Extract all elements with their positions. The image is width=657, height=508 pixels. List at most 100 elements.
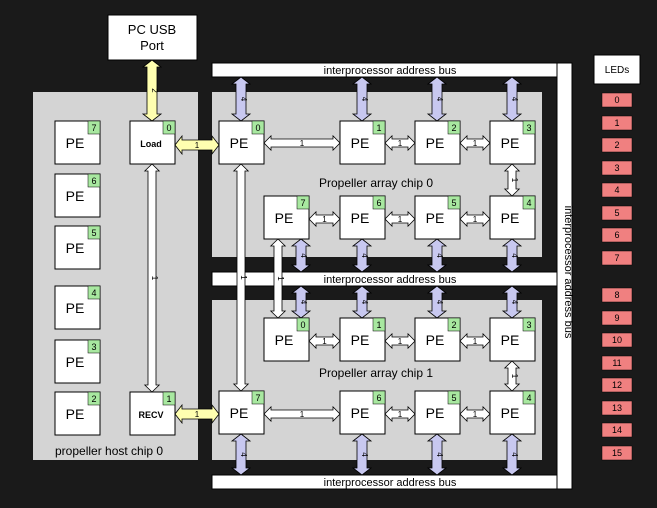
- bus-mid-up-0: 4: [290, 238, 312, 273]
- led-0: 0: [601, 92, 633, 108]
- chip1-pe-5-id: 5: [451, 393, 456, 403]
- led-label-6: 6: [614, 230, 619, 240]
- chip1-pe-4: 4PE: [489, 390, 536, 435]
- bus-mid-up-0-width: 4: [299, 253, 308, 258]
- chip1-pe-1-id: 1: [376, 320, 381, 330]
- chip0-link-2-3-width: 1: [473, 139, 478, 148]
- chip0-pe-4: 4PE: [489, 195, 536, 240]
- chip1-link-2-3-width: 1: [473, 337, 478, 346]
- chip0-link-6-5-width: 1: [398, 215, 403, 224]
- host-pe-3: 3PE: [54, 339, 101, 384]
- chip1-pe-2-label: PE: [426, 332, 445, 348]
- recv-pe-id: 1: [166, 394, 171, 404]
- bus-middle-label: interprocessor address bus: [324, 274, 457, 286]
- host-pe-7: 7PE: [54, 120, 101, 165]
- led-label-9: 9: [614, 313, 619, 323]
- chip1-link-1-2-width: 1: [398, 337, 403, 346]
- chip1-link-7-6-width: 1: [300, 410, 305, 419]
- bus-bottom-up-1-width: 4: [360, 452, 369, 457]
- chip1-pe-7: 7PE: [218, 390, 265, 435]
- bus-vertical-label: interprocessor address bus: [562, 206, 574, 339]
- led-label-5: 5: [614, 208, 619, 218]
- chip1-pe-1-label: PE: [351, 332, 370, 348]
- host-pe-7-label: PE: [66, 135, 85, 151]
- chip1-pe-3-id: 3: [526, 320, 531, 330]
- host-pe-7-id: 7: [91, 123, 96, 133]
- chip1-link-3-4-width: 1: [510, 374, 519, 379]
- host-pe-3-label: PE: [66, 354, 85, 370]
- host-pe-2-label: PE: [66, 406, 85, 422]
- chip0-pe-3-label: PE: [501, 135, 520, 151]
- bus-top: interprocessor address bus: [211, 62, 573, 78]
- bus-bottom-up-2-width: 4: [435, 452, 444, 457]
- chip1-pe-1: 1PE: [339, 317, 386, 362]
- led-3: 3: [601, 160, 633, 176]
- chip1-link-5-4-width: 1: [473, 410, 478, 419]
- led-label-13: 13: [612, 403, 622, 413]
- load-chip0-arrow-width: 1: [195, 141, 200, 150]
- chip1-pe-2: 2PE: [414, 317, 461, 362]
- bus-bottom-up-0-width: 4: [239, 452, 248, 457]
- led-label-2: 2: [614, 140, 619, 150]
- led-5: 5: [601, 205, 633, 221]
- bus-top-drop-3-width: 4: [510, 97, 519, 102]
- host-pe-6-label: PE: [66, 188, 85, 204]
- chip0-link-0-1-width: 1: [300, 139, 305, 148]
- led-15: 15: [601, 445, 633, 461]
- chip1-pe-6-id: 6: [376, 393, 381, 403]
- bus-mid-down-1-width: 4: [360, 300, 369, 305]
- host-chip-label: propeller host chip 0: [55, 444, 163, 458]
- chip1-pe-7-id: 7: [255, 393, 260, 403]
- chip1-pe-6: 6PE: [339, 390, 386, 435]
- chip0-pe-2-id: 2: [451, 123, 456, 133]
- bus-bottom-up-2: 4: [426, 433, 448, 476]
- load-pe-label: Load: [140, 139, 162, 149]
- led-label-7: 7: [614, 253, 619, 263]
- led-14: 14: [601, 422, 633, 438]
- chip0-pe-5-label: PE: [426, 210, 445, 226]
- chip0-pe-0-id: 0: [255, 123, 260, 133]
- chip0-link-7-6-width: 1: [322, 215, 327, 224]
- bus-mid-up-1-width: 4: [360, 253, 369, 258]
- led-label-15: 15: [612, 448, 622, 458]
- chip0-pe-2: 2PE: [414, 120, 461, 165]
- led-label-8: 8: [614, 290, 619, 300]
- led-9: 9: [601, 310, 633, 326]
- bus-middle: interprocessor address bus: [211, 271, 573, 287]
- led-label-3: 3: [614, 163, 619, 173]
- chip1-pe-4-id: 4: [526, 393, 531, 403]
- host-pe-4-label: PE: [66, 300, 85, 316]
- array-chip-0-label: Propeller array chip 0: [319, 176, 433, 190]
- usb-port-line1: PC USB: [128, 22, 176, 37]
- chip0-pe-6-id: 6: [376, 198, 381, 208]
- chip1-pe-6-label: PE: [351, 405, 370, 421]
- bus-vertical: interprocessor address bus: [556, 62, 574, 490]
- chip0-7-to-chip1-0-arrow-width: 1: [276, 276, 285, 281]
- bus-mid-up-2: 4: [426, 238, 448, 273]
- chip0-link-3-4-width: 1: [510, 178, 519, 183]
- led-label-0: 0: [614, 95, 619, 105]
- bus-bottom-up-0: 4: [230, 433, 252, 476]
- load-recv-arrow-width: 1: [150, 276, 159, 281]
- chip0-link-1-2-width: 1: [398, 139, 403, 148]
- chip0-pe-6: 6PE: [339, 195, 386, 240]
- bus-top-label: interprocessor address bus: [324, 65, 457, 77]
- led-12: 12: [601, 377, 633, 393]
- host-pe-6-id: 6: [91, 176, 96, 186]
- led-label-10: 10: [612, 335, 622, 345]
- leds-header: LEDs: [605, 65, 629, 76]
- bus-mid-up-1: 4: [351, 238, 373, 273]
- bus-mid-down-0-width: 4: [299, 300, 308, 305]
- chip0-link-5-4-width: 1: [473, 215, 478, 224]
- host-pe-5: 5PE: [54, 225, 101, 270]
- led-13: 13: [601, 400, 633, 416]
- recv-chip1-arrow-width: 1: [195, 410, 200, 419]
- chip1-pe-5-label: PE: [426, 405, 445, 421]
- bus-mid-down-2-width: 4: [435, 300, 444, 305]
- chip0-pe-4-label: PE: [501, 210, 520, 226]
- host-pe-5-id: 5: [91, 228, 96, 238]
- bus-bottom-up-1: 4: [351, 433, 373, 476]
